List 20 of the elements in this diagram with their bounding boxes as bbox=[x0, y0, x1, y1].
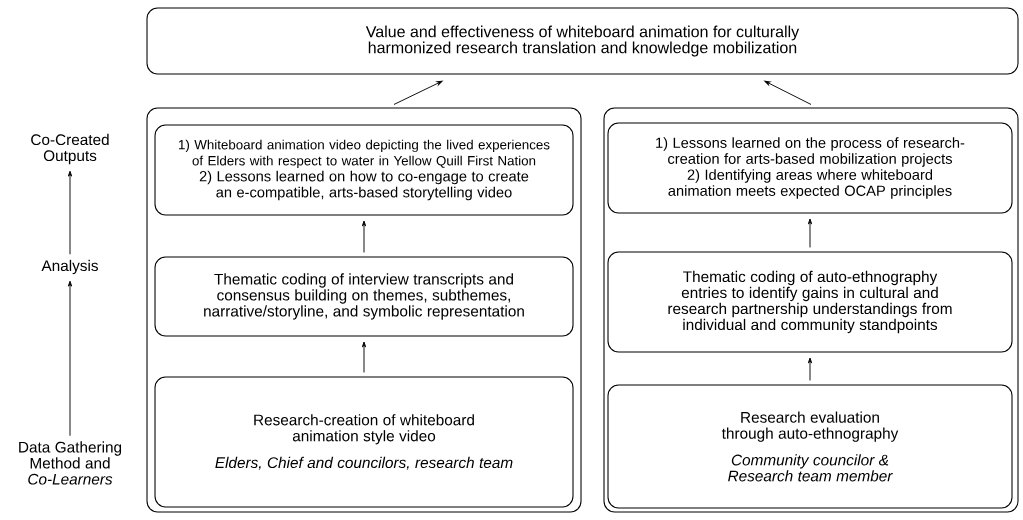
stage-label: Analysis bbox=[41, 259, 98, 275]
group-panel bbox=[603, 107, 1019, 513]
text-box: Value and effectiveness of whiteboard animation for culturally harmonized research translation and knowledge mobilization bbox=[146, 7, 1019, 75]
process-box: Research-creation of whiteboard animation style video Elders, Chief and councilors, research team bbox=[154, 376, 574, 508]
arrow bbox=[67, 280, 73, 437]
process-box: 1) Lessons learned on the process of research-creation for arts-based mobilization projects 2) Identifying areas where whiteboard animation meets expected OCAP principles bbox=[607, 122, 1013, 214]
arrow bbox=[361, 220, 367, 253]
stage-label: Data Gathering Method and Co-Learners bbox=[19, 441, 122, 485]
process-box: Research evaluation through auto-ethnography Community councilor & Research team member bbox=[607, 384, 1013, 509]
arrow bbox=[67, 170, 73, 255]
process-box: Thematic coding of auto-ethnography entries to identify gains in cultural and research partnership understandings from individual and community standpoints bbox=[607, 251, 1013, 353]
group-panel bbox=[146, 107, 582, 513]
process-box: Thematic coding of interview transcripts and consensus building on themes, subthemes, narrative/storyline, and symbolic representation bbox=[154, 256, 574, 337]
arrow bbox=[764, 80, 812, 105]
arrow bbox=[393, 80, 443, 105]
stage-label: Co-Created Outputs bbox=[31, 133, 109, 165]
arrow bbox=[361, 341, 367, 373]
arrow bbox=[807, 357, 813, 381]
process-box: 1) Whiteboard animation video depicting the lived experiences of Elders with respect to water in Yellow Quill First Nation 2) Lessons learned on how to co-engage to create an e-compatible, arts-based storytelling video bbox=[154, 124, 574, 216]
arrow bbox=[807, 218, 813, 248]
